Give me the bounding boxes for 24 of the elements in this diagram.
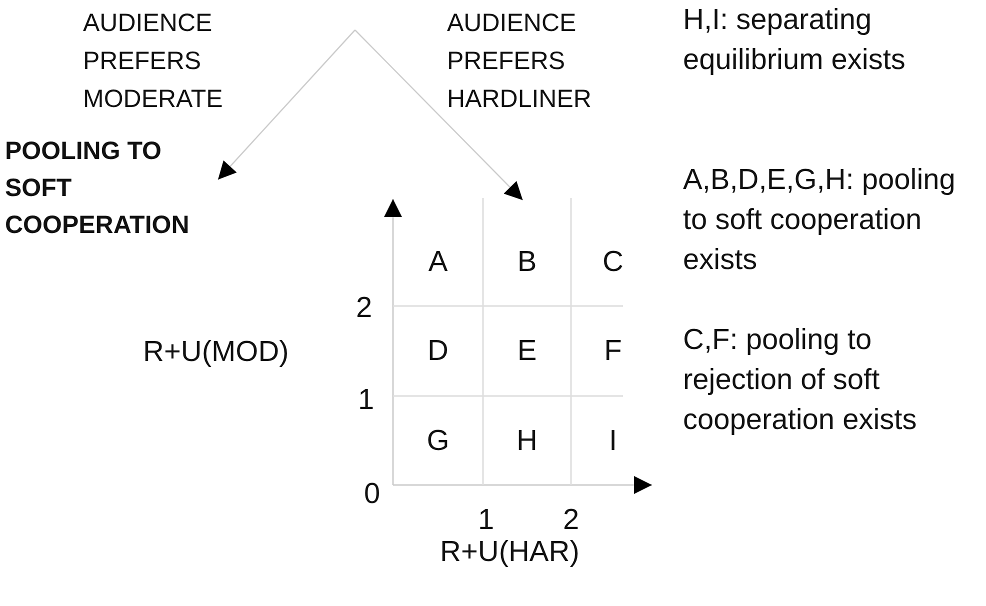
branch-label: AUDIENCE PREFERS MODERATE — [83, 8, 224, 115]
cell-letter: B — [517, 246, 537, 278]
cell-letter: E — [517, 335, 537, 367]
cell-letter: G — [426, 424, 450, 456]
cell-letter: D — [428, 335, 448, 367]
tick-label: 1 — [358, 384, 376, 416]
cell-letter: I — [608, 424, 618, 456]
tick-label: 1 — [478, 504, 496, 536]
cell-letter: F — [604, 335, 622, 367]
tick-label: 2 — [563, 504, 580, 536]
cell-letter: A — [428, 246, 448, 278]
axis-title: R+U(MOD) — [143, 336, 290, 368]
legend-note: H,I: separating equilibrium exists — [683, 3, 906, 78]
legend-note: C,F: pooling to rejection of soft cooperation exists — [683, 323, 918, 438]
axis-title: R+U(HAR) — [440, 536, 580, 568]
cell-letter: H — [516, 424, 538, 456]
region-label: POOLING TO SOFT COOPERATION — [5, 136, 190, 241]
arrow — [218, 30, 356, 180]
cell-letter: C — [602, 246, 624, 278]
tick-label: 0 — [364, 478, 382, 510]
branch-label: AUDIENCE PREFERS HARDLINER — [447, 8, 592, 115]
arrow — [354, 30, 524, 201]
legend-note: A,B,D,E,G,H: pooling to soft cooperation exists — [683, 163, 956, 278]
tick-label: 2 — [356, 292, 374, 324]
